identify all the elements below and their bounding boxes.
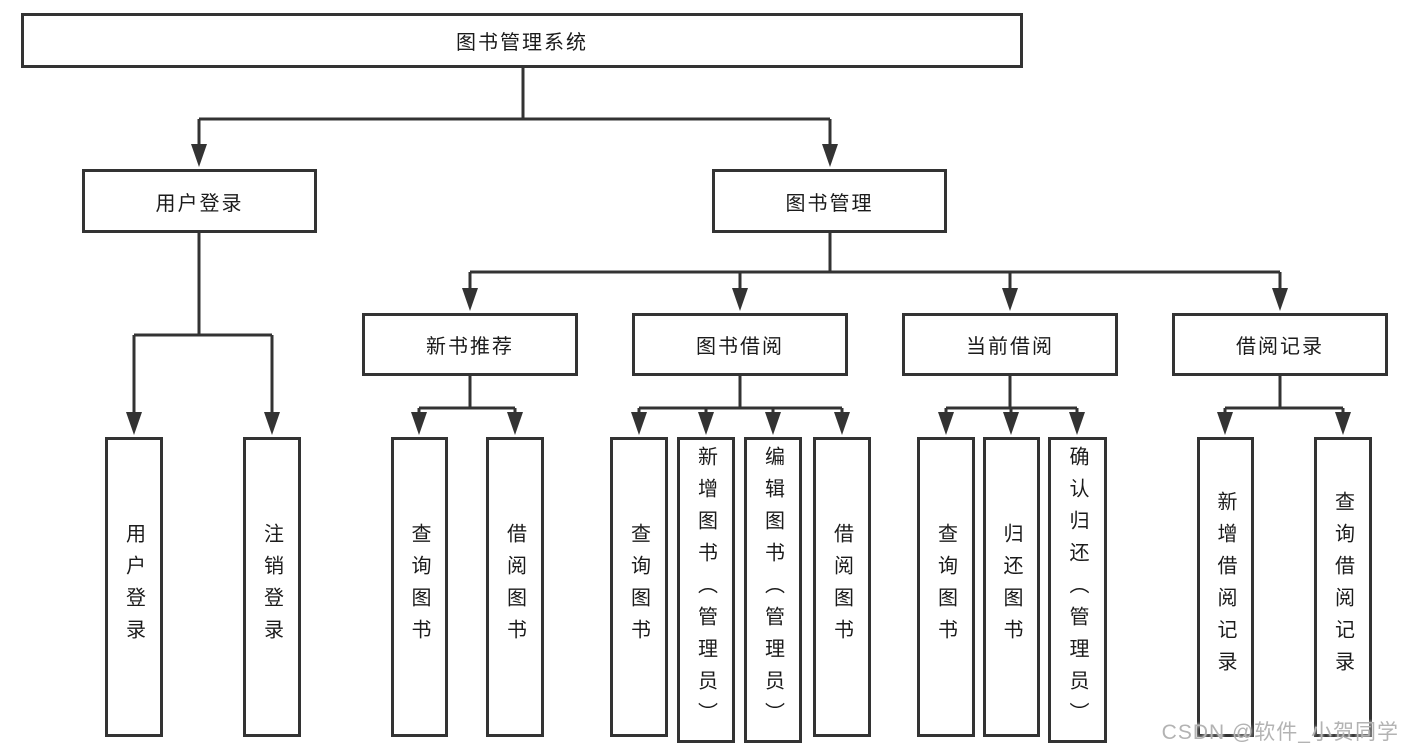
leaf-query-book-recommend: 查询图书 — [391, 437, 448, 737]
leaf-logout: 注销登录 — [243, 437, 301, 737]
leaf-add-book-admin: 新增图书（管理员） — [677, 437, 735, 743]
csdn-watermark: CSDN @软件_小贺同学 — [1161, 721, 1399, 744]
node-current-borrow-label: 当前借阅 — [966, 336, 1054, 358]
node-borrow-records: 借阅记录 — [1172, 313, 1388, 376]
node-current-borrow: 当前借阅 — [902, 313, 1118, 376]
node-root-system: 图书管理系统 — [21, 13, 1023, 68]
leaf-borrow-book: 借阅图书 — [813, 437, 871, 737]
leaf-confirm-return-admin: 确认归还（管理员） — [1048, 437, 1107, 743]
node-root-label: 图书管理系统 — [456, 32, 588, 54]
node-user-login: 用户登录 — [82, 169, 317, 233]
leaf-add-borrow-record: 新增借阅记录 — [1197, 437, 1254, 737]
node-book-management: 图书管理 — [712, 169, 947, 233]
leaf-return-book: 归还图书 — [983, 437, 1040, 737]
node-book-borrow-label: 图书借阅 — [696, 336, 784, 358]
leaf-user-login: 用户登录 — [105, 437, 163, 737]
leaf-query-book-current: 查询图书 — [917, 437, 975, 737]
node-book-borrow: 图书借阅 — [632, 313, 848, 376]
node-new-book-recommend-label: 新书推荐 — [426, 336, 514, 358]
node-user-login-label: 用户登录 — [155, 192, 244, 215]
node-borrow-records-label: 借阅记录 — [1236, 336, 1324, 358]
leaf-edit-book-admin: 编辑图书（管理员） — [744, 437, 802, 743]
node-new-book-recommend: 新书推荐 — [362, 313, 578, 376]
node-book-management-label: 图书管理 — [785, 192, 874, 215]
leaf-borrow-book-recommend: 借阅图书 — [486, 437, 544, 737]
leaf-query-borrow-record: 查询借阅记录 — [1314, 437, 1372, 737]
arrowheads — [126, 144, 1351, 435]
leaf-query-book-borrow: 查询图书 — [610, 437, 668, 737]
